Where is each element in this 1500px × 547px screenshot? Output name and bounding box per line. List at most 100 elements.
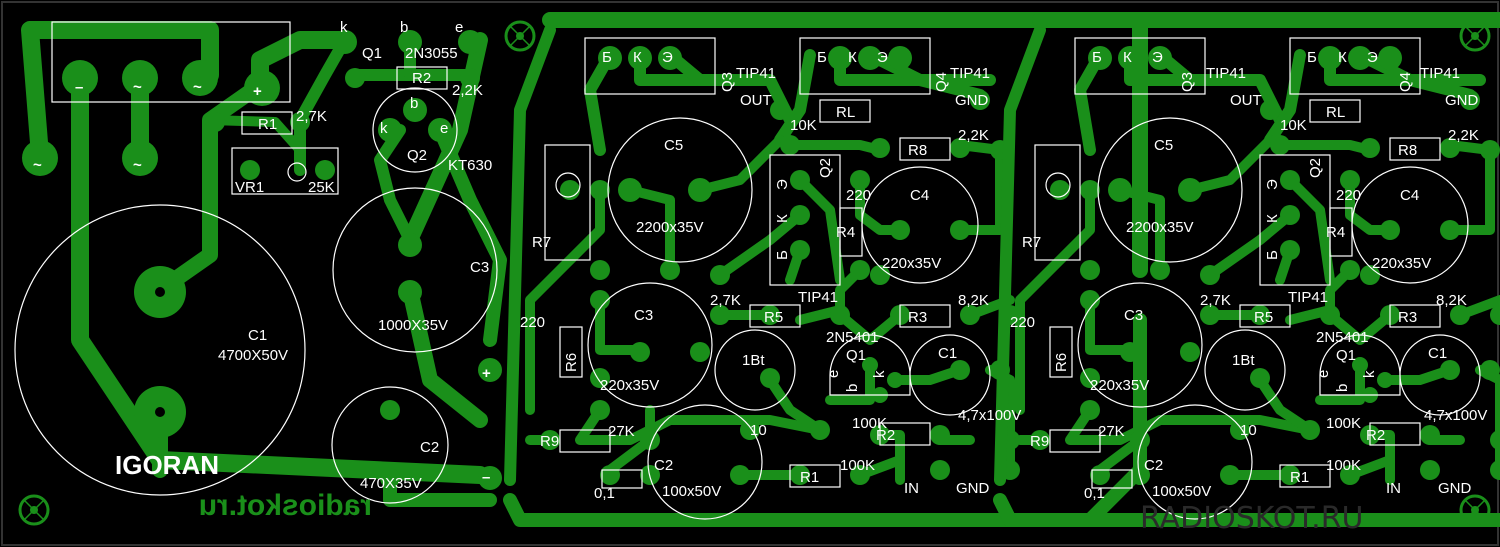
mount-hole-icon: [1459, 20, 1491, 52]
q4-label: Q4: [933, 72, 950, 92]
amp-left-labels: Б К Э Q3 TIP41 Б К Э Q4 TIP41 OUT GND 10…: [520, 49, 1021, 502]
c2-label: C2: [420, 439, 439, 456]
r4-label: R4: [836, 224, 855, 241]
r4-value: 220: [846, 187, 871, 204]
vr1-wiper-icon: [287, 162, 307, 182]
r6-label: R6: [563, 353, 580, 372]
c2-outline: [331, 386, 449, 504]
q1-part: 2N5401: [826, 329, 879, 346]
r3-label: R3: [1398, 309, 1417, 326]
rl-label: RL: [1326, 104, 1345, 121]
c3-label: C3: [1124, 307, 1143, 324]
c3-label: C3: [634, 307, 653, 324]
vr1-outline: [231, 147, 339, 195]
bridge-minus-label: –: [75, 79, 83, 96]
r8-label: R8: [1398, 142, 1417, 159]
psu-labels: – ~ ~ + ~ ~ k b e Q1 2N3055 R2 2,2K R1 2…: [33, 19, 492, 522]
q2-pin-b-label: Б: [774, 250, 791, 260]
q4-pin-k-label: К: [848, 49, 857, 66]
q1-part: 2N5401: [1316, 329, 1369, 346]
q1-e-label: e: [455, 19, 463, 36]
r9-value: 27K: [1098, 423, 1125, 440]
c3-outline: [332, 187, 498, 353]
bridge-ac1-label: ~: [133, 79, 142, 96]
r3-value: 8,2K: [958, 292, 989, 309]
q2-part: TIP41: [1288, 289, 1328, 306]
r7-label: R7: [532, 234, 551, 251]
out-label: OUT: [740, 92, 772, 109]
c4-value: 220x35V: [882, 255, 941, 272]
r2-value: 2,2K: [452, 82, 483, 99]
ac-left-label: ~: [33, 157, 42, 174]
q2-label: Q2: [817, 158, 834, 178]
r9-label: R9: [1030, 433, 1049, 450]
psu-section: – ~ ~ + ~ ~ k b e Q1 2N3055 R2 2,2K R1 2…: [14, 19, 507, 522]
q4-pin-e-label: Э: [877, 49, 888, 66]
r3-value: 8,2K: [1436, 292, 1467, 309]
r4-value: 220: [1336, 187, 1361, 204]
r1-label: R1: [258, 116, 277, 133]
r1-value: 2,7K: [296, 108, 327, 125]
q1-label: Q1: [1336, 347, 1356, 364]
in-label: IN: [1386, 480, 1401, 497]
c2-label: C2: [654, 457, 673, 474]
q2-outline: [372, 87, 458, 173]
c4-label: C4: [910, 187, 929, 204]
mount-hole-icon: [504, 20, 536, 52]
c3-value: 220x35V: [600, 377, 659, 394]
r2-outline: [396, 66, 448, 90]
q2-pin-e-label: Э: [1264, 179, 1281, 190]
q1-label: Q1: [362, 45, 382, 62]
c2-value: 470X35V: [360, 475, 422, 492]
r6-value: 220: [520, 314, 545, 331]
c1-value: 4,7x100V: [958, 407, 1021, 424]
ten-label: 10: [750, 422, 767, 439]
q3-pin-b-label: Б: [602, 49, 612, 66]
r7-label: R7: [1022, 234, 1041, 251]
r1-value: 100K: [840, 457, 875, 474]
q1-k-label: k: [340, 19, 348, 36]
ten-label: 10: [1240, 422, 1257, 439]
q2-pin-k-label: К: [1264, 214, 1281, 223]
q1-label: Q1: [846, 347, 866, 364]
r10k-label: 10K: [1280, 117, 1307, 134]
q3-part: TIP41: [1206, 65, 1246, 82]
q1-part: 2N3055: [405, 45, 458, 62]
bt-label: 1Bt: [1232, 352, 1255, 369]
ac-bottom-label: ~: [133, 157, 142, 174]
r2-label: R2: [412, 70, 431, 87]
r2-label: R2: [1366, 427, 1385, 444]
rl-label: RL: [836, 104, 855, 121]
q2-k-label: k: [380, 120, 388, 137]
r5-value: 2,7K: [710, 292, 741, 309]
r2-value: 100K: [852, 415, 887, 432]
c3-value: 1000X35V: [378, 317, 448, 334]
q4-part: TIP41: [950, 65, 990, 82]
r6-label: R6: [1053, 353, 1070, 372]
q1-pin-b-label: b: [844, 384, 861, 392]
psu-pads: [22, 30, 502, 490]
r8-value: 2,2K: [1448, 127, 1479, 144]
q1-pin-k-label: k: [871, 370, 888, 378]
r4-label: R4: [1326, 224, 1345, 241]
r5-value: 2,7K: [1200, 292, 1231, 309]
c4-value: 220x35V: [1372, 255, 1431, 272]
plus-terminal-label: +: [482, 365, 491, 382]
r1-label: R1: [800, 469, 819, 486]
q4-pin-e-label: Э: [1367, 49, 1378, 66]
amp-right-labels: Б К Э Q3 TIP41 Б К Э Q4 TIP41 OUT GND 10…: [1010, 49, 1487, 502]
mounting-holes: [18, 20, 1491, 526]
r2-value: 100K: [1326, 415, 1361, 432]
minus-terminal-label: –: [482, 469, 490, 486]
c1-label: C1: [938, 345, 957, 362]
q1-pin-e-label: e: [825, 370, 842, 378]
q3-label: Q3: [719, 72, 736, 92]
c5-value: 2200x35V: [1126, 219, 1194, 236]
c2-value: 100x50V: [1152, 483, 1211, 500]
r5-label: R5: [764, 309, 783, 326]
q2-label: Q2: [1307, 158, 1324, 178]
q3-pin-b-label: Б: [1092, 49, 1102, 66]
r1-label: R1: [1290, 469, 1309, 486]
r3-label: R3: [908, 309, 927, 326]
